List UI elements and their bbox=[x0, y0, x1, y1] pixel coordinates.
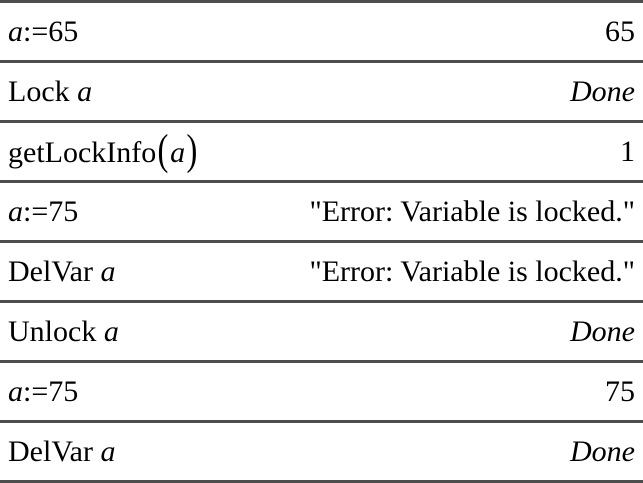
text-token: Unlock bbox=[8, 314, 104, 348]
expression-input[interactable]: DelVar a bbox=[8, 254, 116, 288]
history-row: a:=65 65 bbox=[0, 3, 643, 63]
expression-result[interactable]: 75 bbox=[605, 374, 635, 408]
variable-token: Done bbox=[570, 74, 635, 108]
variable-token: a bbox=[77, 74, 93, 108]
expression-input[interactable]: Lock a bbox=[8, 74, 93, 108]
text-token: 75 bbox=[605, 374, 635, 408]
history-row: a:=75 75 bbox=[0, 363, 643, 423]
expression-input[interactable]: a:=65 bbox=[8, 14, 79, 48]
expression-input[interactable]: DelVar a bbox=[8, 434, 116, 468]
variable-token: a bbox=[100, 254, 116, 288]
variable-token: a bbox=[103, 314, 119, 348]
variable-token: Done bbox=[570, 434, 635, 468]
expression-input[interactable]: Unlock a bbox=[8, 314, 119, 348]
expression-input[interactable]: getLockInfo(a) bbox=[8, 128, 199, 171]
paren-glyph: ( bbox=[157, 125, 169, 174]
expression-input[interactable]: a:=75 bbox=[8, 194, 79, 228]
variable-token: a bbox=[8, 374, 23, 408]
text-token: DelVar bbox=[8, 254, 101, 288]
expression-result[interactable]: Done bbox=[570, 434, 635, 468]
text-token: 65 bbox=[605, 14, 635, 48]
history-row: getLockInfo(a) 1 bbox=[0, 123, 643, 183]
expression-result[interactable]: 1 bbox=[620, 134, 635, 168]
paren-glyph: ) bbox=[186, 125, 198, 174]
history-row: a:=75 "Error: Variable is locked." bbox=[0, 183, 643, 243]
variable-token: a bbox=[170, 136, 186, 169]
text-token: :=65 bbox=[23, 14, 79, 48]
history-row: Lock a Done bbox=[0, 63, 643, 123]
history-row: DelVar a "Error: Variable is locked." bbox=[0, 243, 643, 303]
expression-result[interactable]: Done bbox=[570, 74, 635, 108]
text-token: DelVar bbox=[8, 434, 101, 468]
expression-result[interactable]: "Error: Variable is locked." bbox=[309, 194, 635, 228]
text-token: getLockInfo bbox=[8, 136, 157, 169]
history-row: DelVar a Done bbox=[0, 423, 643, 480]
text-token: :=75 bbox=[23, 374, 79, 408]
history-row: Unlock a Done bbox=[0, 303, 643, 363]
text-token: :=75 bbox=[23, 194, 79, 228]
variable-token: a bbox=[8, 194, 23, 228]
expression-input[interactable]: a:=75 bbox=[8, 374, 79, 408]
variable-token: a bbox=[100, 434, 116, 468]
expression-result[interactable]: "Error: Variable is locked." bbox=[309, 254, 635, 288]
variable-token: a bbox=[8, 14, 23, 48]
variable-token: Done bbox=[570, 314, 635, 348]
expression-result[interactable]: 65 bbox=[605, 14, 635, 48]
expression-result[interactable]: Done bbox=[570, 314, 635, 348]
text-token: Lock bbox=[8, 74, 78, 108]
text-token: "Error: Variable is locked." bbox=[309, 194, 635, 228]
text-token: 1 bbox=[620, 134, 635, 168]
text-token: "Error: Variable is locked." bbox=[309, 254, 635, 288]
